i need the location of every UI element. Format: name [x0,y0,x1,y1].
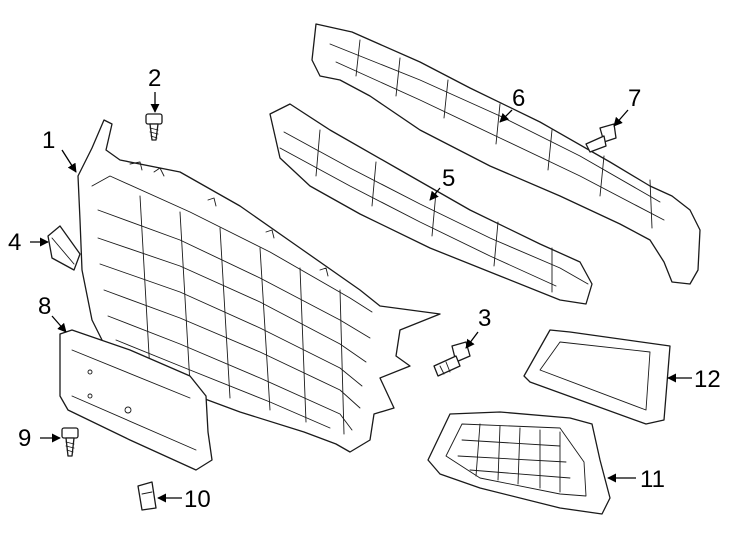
callout-7: 7 [628,85,641,112]
energy-absorber-part [269,103,593,305]
callout-11: 11 [640,466,665,493]
screw-9-part [61,427,79,457]
screw-2-part [145,113,163,141]
callout-10: 10 [184,486,211,513]
callout-2: 2 [148,65,161,92]
callout-9: 9 [18,425,31,452]
callout-3: 3 [478,305,491,332]
callout-12: 12 [694,366,721,393]
license-bracket-part [59,329,213,471]
callout-6: 6 [512,85,525,112]
callout-8: 8 [38,293,51,320]
leader-lines [30,92,692,503]
callout-4: 4 [8,229,21,256]
bolt-7-part [585,123,617,153]
clip-nut-part [137,481,157,511]
bolt-3-part [433,341,471,377]
callout-1: 1 [42,127,55,154]
callout-5: 5 [442,165,455,192]
trim-frame-part [523,329,671,425]
emblem-part [47,225,81,271]
lower-grille-part [427,411,611,515]
